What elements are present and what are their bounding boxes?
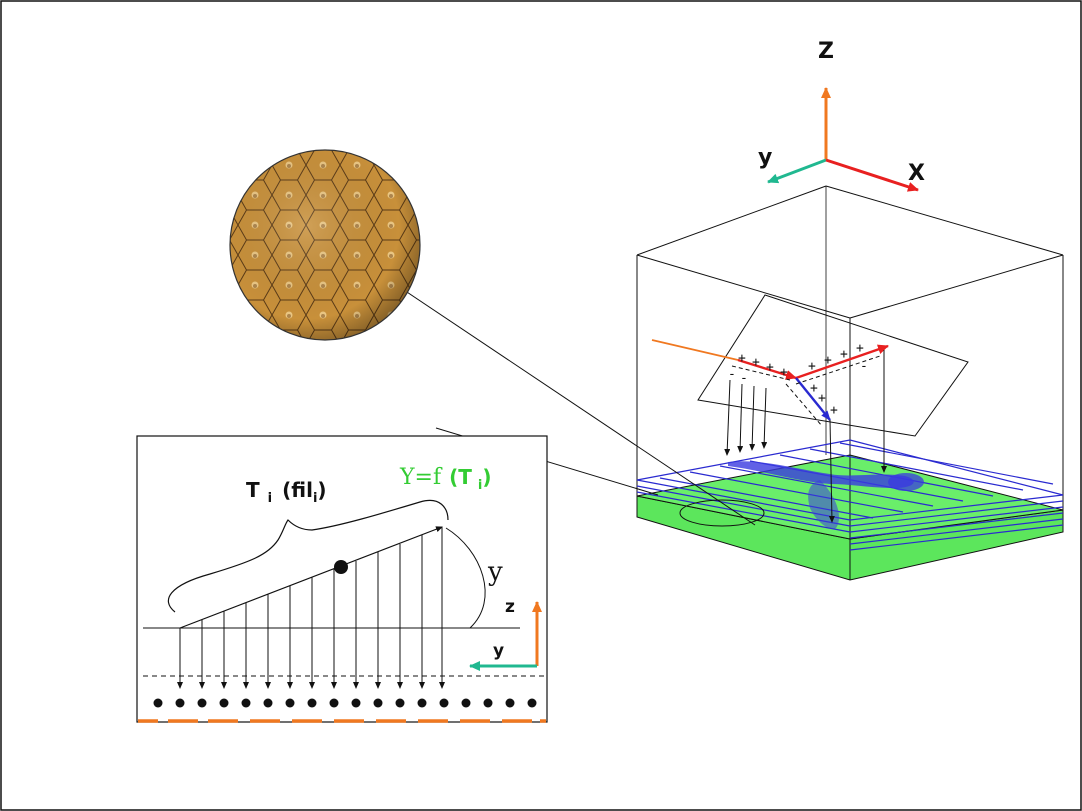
particle-trajectories bbox=[652, 340, 888, 426]
svg-text:+: + bbox=[752, 355, 760, 370]
svg-text:+: + bbox=[856, 341, 864, 356]
honeycomb-image bbox=[230, 150, 420, 340]
x-axis-label: X bbox=[908, 161, 925, 186]
svg-text:+: + bbox=[808, 359, 816, 374]
inset-z-label: z bbox=[505, 597, 515, 617]
axis-triad-3d: Z y X bbox=[758, 39, 925, 190]
svg-text:+: + bbox=[840, 347, 848, 362]
svg-text:-: - bbox=[860, 359, 868, 374]
svg-text:+: + bbox=[824, 353, 832, 368]
svg-text:+: + bbox=[766, 360, 774, 375]
svg-text:+: + bbox=[830, 403, 838, 418]
y-axis-label: y bbox=[758, 145, 772, 170]
incoming-track bbox=[652, 340, 738, 360]
svg-text:-: - bbox=[740, 371, 748, 386]
y-axis-arrow bbox=[768, 160, 826, 182]
svg-text:+: + bbox=[780, 365, 788, 380]
track-point bbox=[334, 560, 348, 574]
y-distance-label: y bbox=[487, 557, 503, 587]
x-axis-arrow bbox=[826, 160, 918, 190]
svg-text:-: - bbox=[728, 367, 736, 382]
z-axis-label: Z bbox=[818, 39, 834, 64]
svg-text:+: + bbox=[810, 381, 818, 396]
svg-text:+: + bbox=[738, 351, 746, 366]
svg-text:+: + bbox=[818, 391, 826, 406]
inset-y-label: y bbox=[493, 641, 504, 661]
